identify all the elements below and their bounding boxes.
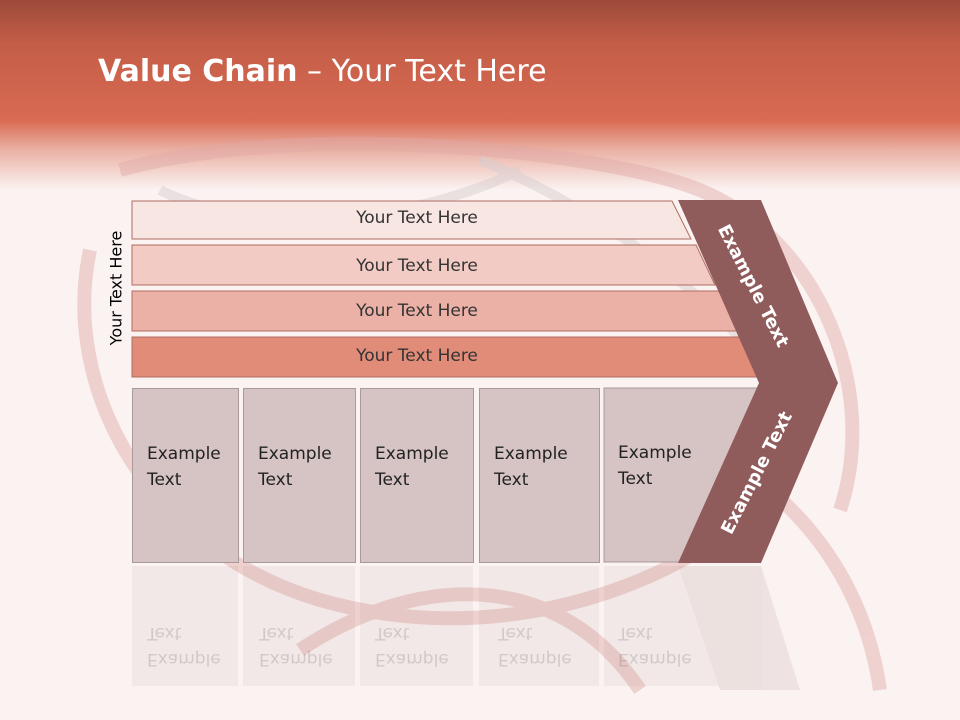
bar-1-label: Your Text Here	[356, 208, 478, 228]
chevron-arrow	[678, 200, 838, 563]
bar-2	[131, 244, 716, 286]
title-bold: Value Chain	[98, 54, 298, 89]
box-1-line-2: Text	[147, 470, 182, 490]
bar-2-label: Your Text Here	[356, 256, 478, 276]
bar-3-label: Your Text Here	[356, 301, 478, 321]
box-1-line-1: Example	[147, 444, 221, 464]
box-4-line-2: Text	[494, 470, 529, 490]
box-3-line-2: Text	[375, 470, 410, 490]
bar-1	[131, 200, 692, 240]
box-4-line-1: Example	[494, 444, 568, 464]
side-label: Your Text Here	[106, 230, 126, 346]
box-5-line-2: Text	[618, 469, 653, 489]
header-band	[0, 0, 960, 190]
slide-title: Value Chain – Your Text Here	[98, 54, 547, 89]
box-3-line-1: Example	[375, 444, 449, 464]
bar-4-label: Your Text Here	[356, 346, 478, 366]
title-rest: – Your Text Here	[297, 54, 547, 89]
box-5-line-1: Example	[618, 443, 692, 463]
box-2-line-1: Example	[258, 444, 332, 464]
box-2-line-2: Text	[258, 470, 293, 490]
